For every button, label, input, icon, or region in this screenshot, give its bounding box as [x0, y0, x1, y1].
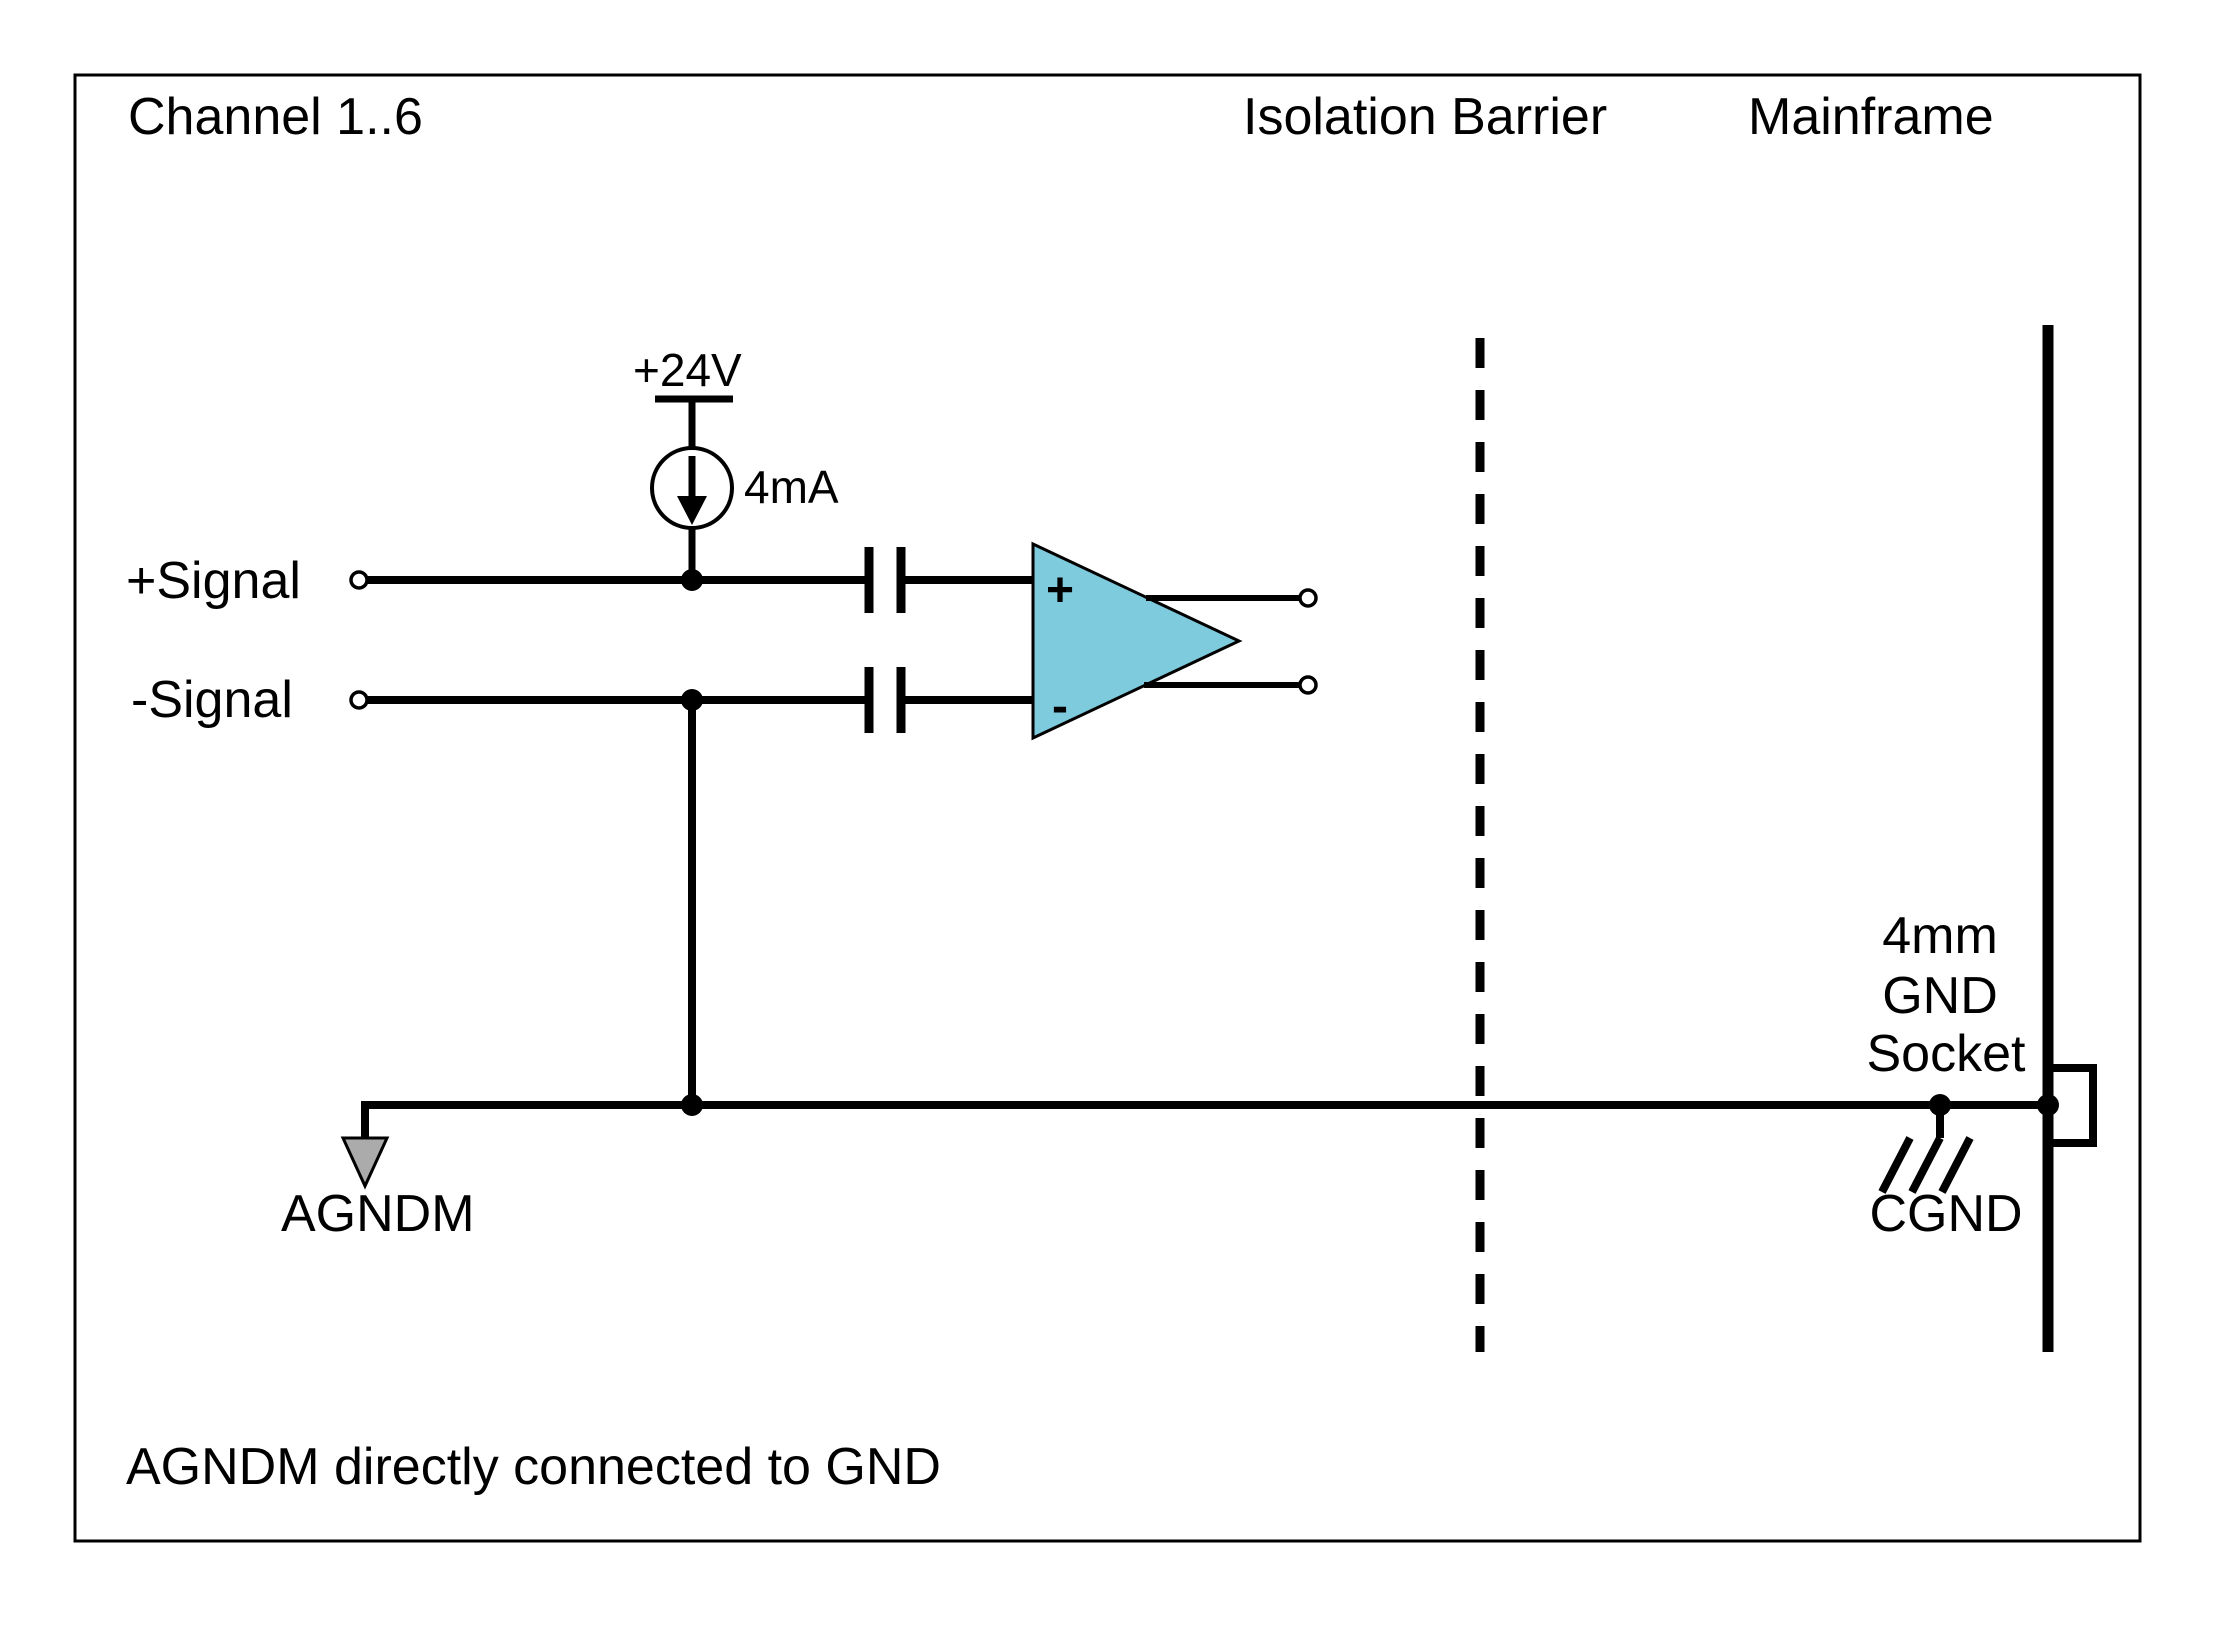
mainframe-label: Mainframe — [1748, 88, 1994, 146]
junction-dot — [2037, 1094, 2059, 1116]
agndm-ground-arrow-icon — [340, 1136, 390, 1190]
agndm-label: AGNDM — [281, 1185, 475, 1243]
current-value-label: 4mA — [744, 461, 839, 513]
terminal-minus-icon — [349, 690, 369, 710]
isolation-barrier-label: Isolation Barrier — [1243, 88, 1607, 146]
cgnd-label: CGND — [1869, 1185, 2022, 1243]
socket-label-line3: Socket — [1867, 1025, 2027, 1083]
opamp-icon — [1031, 541, 1243, 741]
supply-voltage-label: +24V — [633, 344, 742, 396]
current-arrow-head-icon — [677, 496, 707, 525]
signal-minus-label: -Signal — [131, 671, 293, 729]
channel-label: Channel 1..6 — [128, 88, 423, 146]
output-terminal-bottom-icon — [1298, 675, 1318, 695]
socket-label-line1: 4mm — [1882, 907, 1998, 965]
junction-dot — [681, 569, 703, 591]
terminal-plus-icon — [349, 570, 369, 590]
capacitor-plus-icon — [864, 547, 906, 613]
diagram-border — [73, 73, 2142, 1543]
opamp-inverting-label: - — [1052, 680, 1068, 733]
footnote-text: AGNDM directly connected to GND — [126, 1438, 941, 1496]
capacitor-minus-icon — [864, 667, 906, 733]
socket-label-line2: GND — [1882, 967, 1998, 1025]
signal-plus-label: +Signal — [126, 552, 301, 610]
output-terminal-top-icon — [1298, 588, 1318, 608]
chassis-ground-icon — [1878, 1105, 1974, 1194]
opamp-noninverting-label: + — [1046, 564, 1074, 617]
junction-dot — [681, 1094, 703, 1116]
gnd-socket-icon — [2052, 1064, 2097, 1147]
